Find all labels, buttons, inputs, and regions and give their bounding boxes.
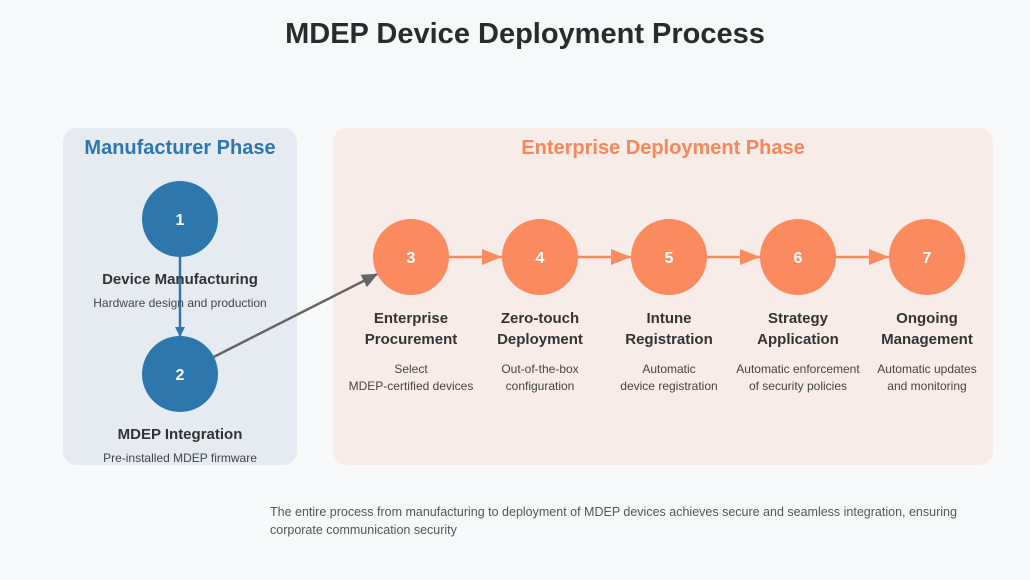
footer-summary: The entire process from manufacturing to… <box>270 505 957 537</box>
step-description: Pre-installed MDEP firmware <box>103 451 257 465</box>
step-label: Deployment <box>497 331 583 348</box>
step-label: MDEP Integration <box>118 426 243 443</box>
step-label: Enterprise <box>374 310 448 327</box>
step-circle <box>760 219 836 295</box>
step-label: Management <box>881 331 973 348</box>
step-number: 2 <box>176 367 185 384</box>
step-label: Intune <box>647 310 692 327</box>
step-node-3: 3EnterpriseProcurementSelectMDEP-certifi… <box>349 219 474 393</box>
step-description: Automatic <box>642 362 695 376</box>
step-description: MDEP-certified devices <box>349 379 474 393</box>
step-number: 7 <box>923 250 932 267</box>
step-label: Registration <box>625 331 713 348</box>
step-label: Ongoing <box>896 310 958 327</box>
manufacturer-phase-title: Manufacturer Phase <box>84 137 276 159</box>
step-number: 1 <box>176 212 185 229</box>
enterprise-phase-title: Enterprise Deployment Phase <box>521 137 805 159</box>
step-description: Automatic updates <box>877 362 976 376</box>
step-circle <box>373 219 449 295</box>
step-number: 5 <box>665 250 674 267</box>
step-label: Device Manufacturing <box>102 271 258 288</box>
step-description: Out-of-the-box <box>501 362 578 376</box>
step-label: Application <box>757 331 839 348</box>
step-number: 4 <box>536 250 545 267</box>
step-label: Procurement <box>365 331 458 348</box>
step-description: Select <box>394 362 428 376</box>
page-title: MDEP Device Deployment Process <box>285 18 765 50</box>
step-circle <box>502 219 578 295</box>
step-description: Hardware design and production <box>93 296 266 310</box>
step-label: Strategy <box>768 310 829 327</box>
step-description: Automatic enforcement <box>736 362 860 376</box>
step-circle <box>631 219 707 295</box>
step-number: 3 <box>407 250 416 267</box>
step-description: and monitoring <box>887 379 966 393</box>
step-number: 6 <box>794 250 803 267</box>
step-circle <box>142 336 218 412</box>
connector-2-to-3 <box>213 273 378 358</box>
step-circle <box>889 219 965 295</box>
enterprise-phase-panel: Enterprise Deployment Phase <box>333 128 993 465</box>
step-description: of security policies <box>749 379 847 393</box>
step-label: Zero-touch <box>501 310 579 327</box>
step-circle <box>142 181 218 257</box>
step-description: configuration <box>506 379 575 393</box>
step-description: device registration <box>620 379 717 393</box>
